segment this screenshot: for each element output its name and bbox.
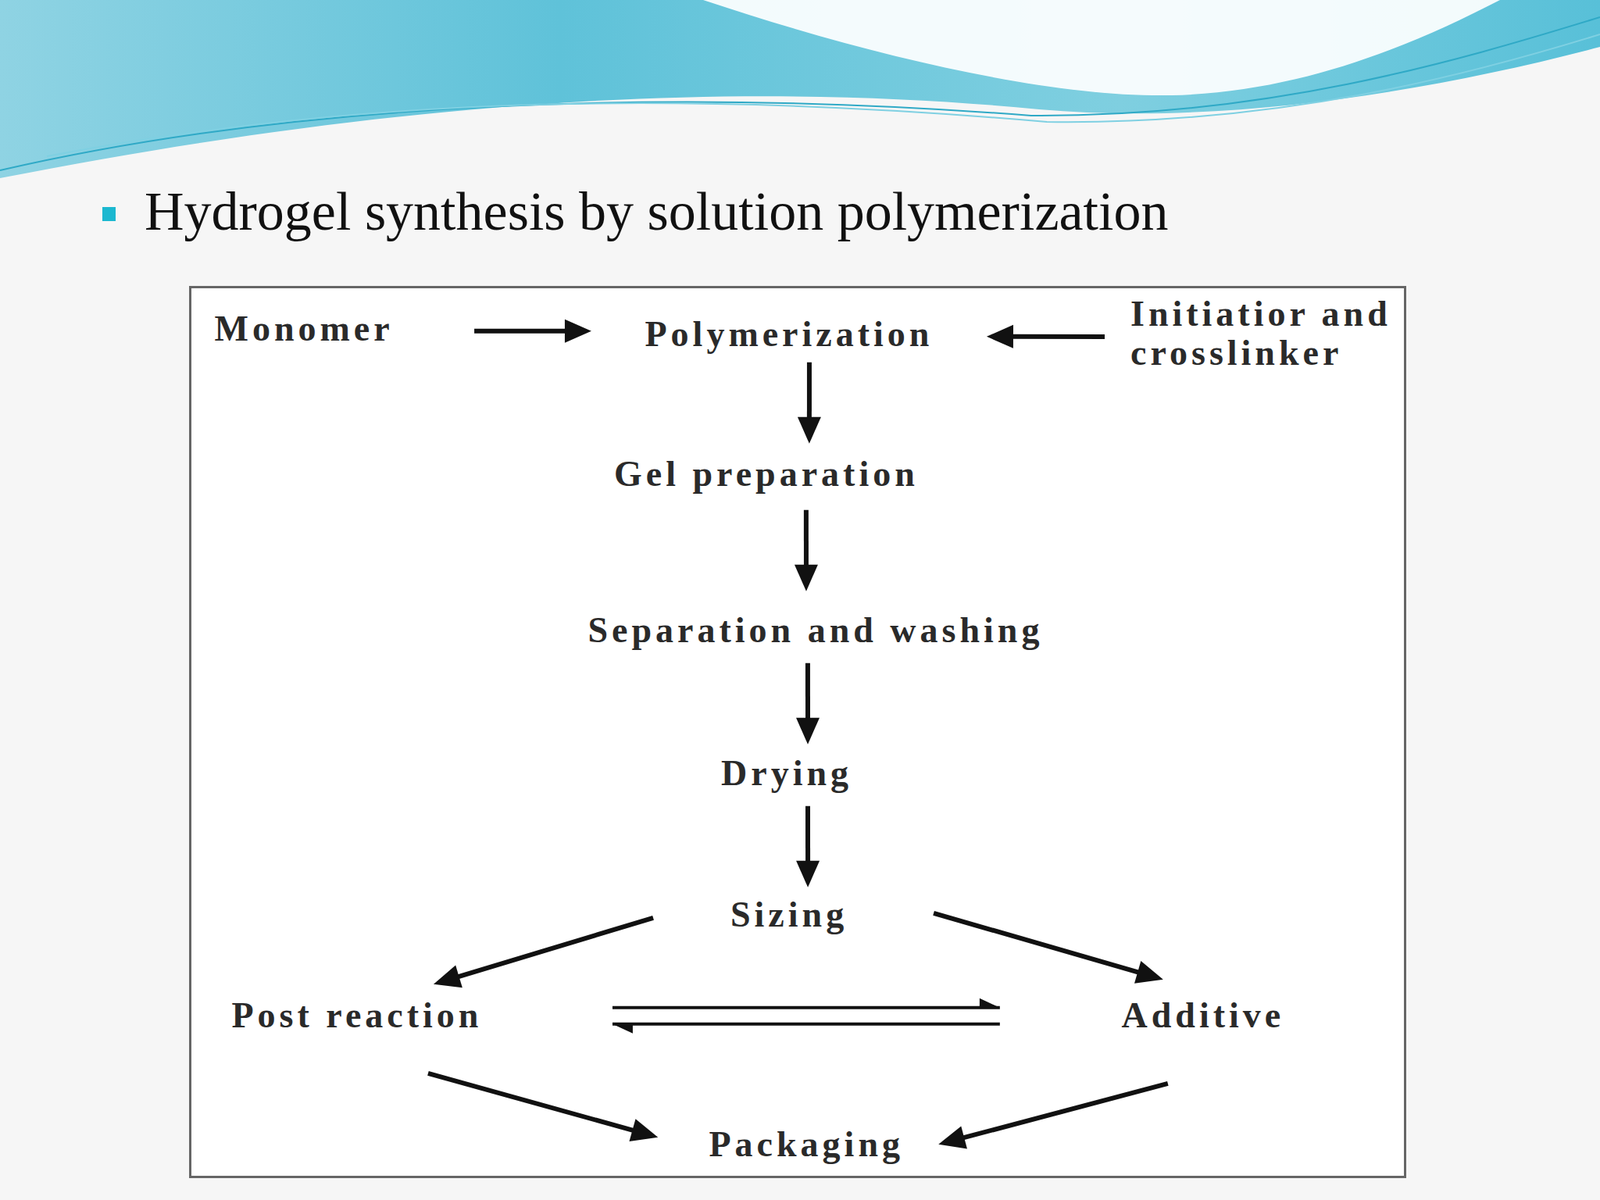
step-label: Polymerization [645, 314, 934, 355]
arrow-shaft [612, 1006, 1000, 1010]
step-label: Initiatior and crosslinker [1130, 294, 1428, 374]
step-text: Post reaction [232, 996, 483, 1036]
arrow-head [986, 325, 1014, 349]
arrow-shaft [1005, 334, 1105, 340]
step-label: Gel preparation [614, 454, 919, 495]
arrow-head [797, 417, 822, 444]
wave-line [46, 34, 1600, 157]
flow-arrow [796, 806, 820, 888]
arrow-shaft [474, 328, 573, 334]
arrow-shaft [803, 510, 809, 573]
step-text: Monomer [214, 309, 394, 350]
wave-line [0, 17, 1600, 171]
arrow-shaft [805, 663, 811, 726]
step-text: Drying [721, 753, 853, 794]
diagram-frame [189, 285, 1407, 1179]
arrow-head [796, 717, 820, 745]
arrow-shaft [428, 1073, 640, 1133]
step-label: Packaging [709, 1125, 904, 1165]
arrow-head [796, 860, 820, 888]
flow-arrow [433, 917, 654, 989]
bullet-square [102, 207, 116, 222]
flow-arrow [612, 1024, 1000, 1034]
arrow-shaft [807, 362, 812, 425]
step-text: Polymerization [645, 314, 934, 355]
arrow-head [433, 965, 463, 989]
step-text: Packaging [709, 1125, 904, 1165]
flow-arrow [986, 325, 1105, 349]
flow-arrow [428, 1073, 658, 1142]
flow-arrow [794, 510, 818, 592]
step-label: Post reaction [232, 996, 483, 1036]
arrow-shaft [451, 917, 654, 979]
step-text: Initiatior and crosslinker [1130, 294, 1428, 374]
step-label: Separation and washing [588, 610, 1044, 651]
step-text: Separation and washing [588, 610, 1044, 651]
arrow-head [612, 1024, 633, 1034]
flow-arrow [933, 913, 1164, 984]
arrow-shaft [805, 806, 811, 869]
arrow-head [979, 998, 1000, 1008]
step-label: Sizing [730, 895, 848, 936]
step-label: Drying [721, 753, 853, 794]
flow-arrow [938, 1083, 1168, 1150]
slide-title: Hydrogel synthesis by solution polymeriz… [144, 184, 1168, 240]
arrow-shaft [612, 1022, 1000, 1026]
step-label: Additive [1121, 996, 1286, 1036]
arrow-shaft [956, 1083, 1168, 1140]
flow-arrow [474, 319, 592, 343]
arrow-shaft [933, 913, 1146, 975]
step-text: Sizing [730, 895, 848, 936]
arrow-head [938, 1126, 968, 1150]
step-text: Additive [1121, 996, 1286, 1036]
arrow-head [1134, 960, 1164, 984]
flow-arrow [796, 663, 820, 745]
flow-arrow [797, 362, 822, 444]
arrow-head [794, 564, 818, 592]
step-text: Gel preparation [614, 454, 919, 495]
wave-band [0, 0, 1600, 179]
arrow-head [628, 1118, 658, 1142]
flow-arrow [612, 998, 1000, 1008]
wave-swoosh [703, 0, 1500, 96]
step-label: Monomer [214, 309, 394, 350]
arrow-head [564, 319, 592, 343]
